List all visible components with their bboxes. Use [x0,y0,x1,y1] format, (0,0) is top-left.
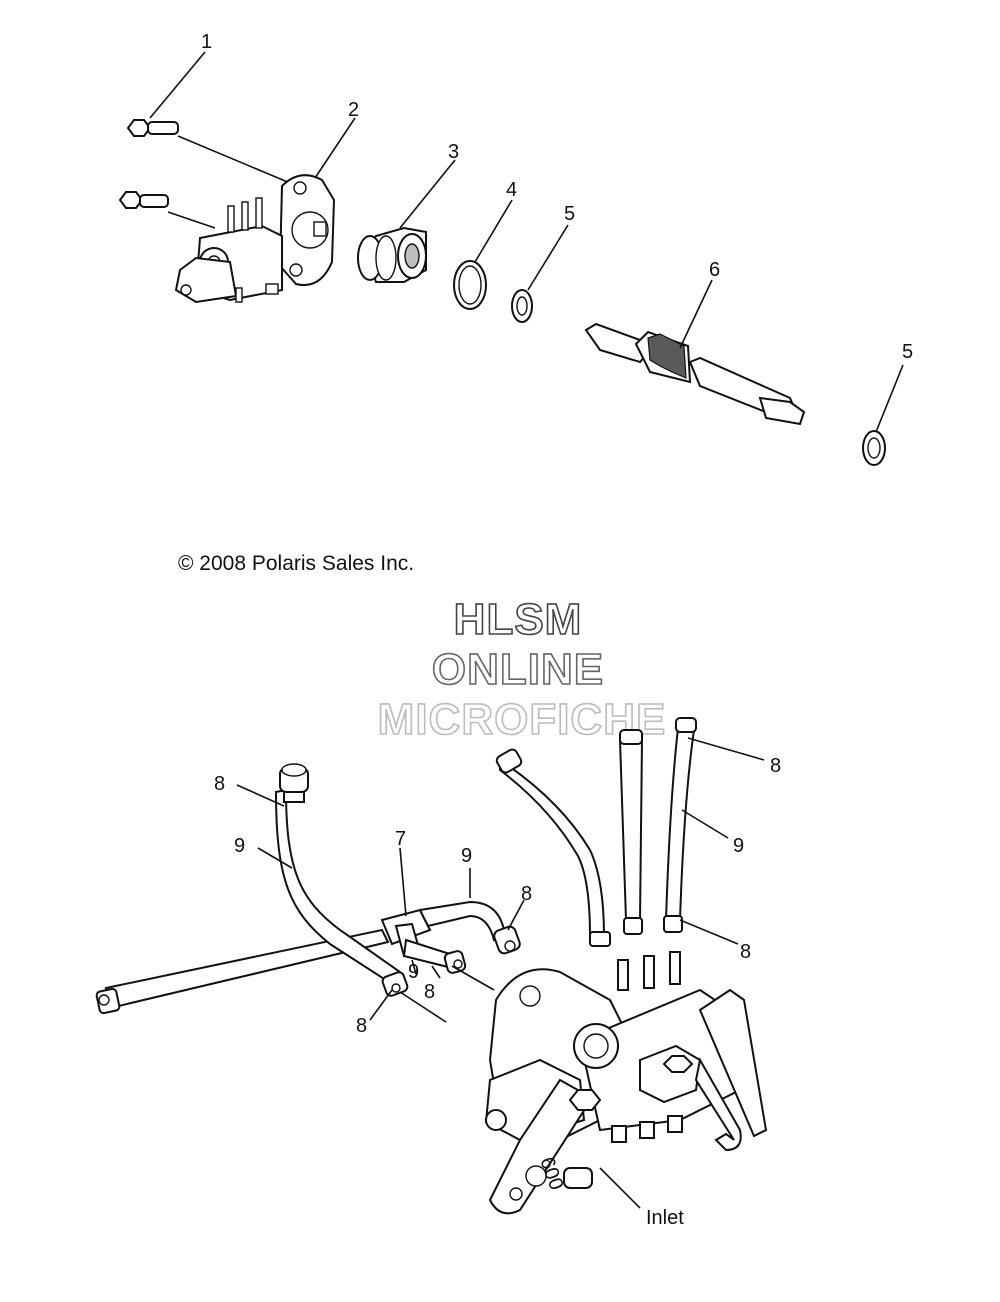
callout-9a: 9 [234,835,245,857]
leader-5b [875,364,904,433]
upper-left-hose [495,748,611,947]
callout-8b: 8 [521,883,532,905]
callout-6: 6 [709,259,720,281]
copyright-notice: © 2008 Polaris Sales Inc. [178,552,414,575]
oil-pump-small [174,174,336,304]
callout-9c: 9 [733,835,744,857]
watermark-line3: MICROFICHE [378,695,667,744]
callout-8f: 8 [356,1015,367,1037]
bolt-lower [118,191,216,229]
leader-8e [431,965,441,979]
upper-mid-hose [618,729,644,935]
lower-clamp [381,971,409,997]
watermark: HLSM ONLINE MICROFICHE [377,594,667,745]
leader-9d [411,959,417,975]
callout-1: 1 [201,31,212,53]
callout-4: 4 [506,179,517,201]
leader-2 [314,117,356,179]
leader-hose-end [451,965,495,991]
watermark-line1: HLSM [454,595,583,644]
leader-3 [399,159,456,229]
callout-8e: 8 [424,981,435,1003]
leader-8d [679,919,739,945]
leader-1 [149,51,206,119]
leader-4 [474,199,513,263]
leader-8c [687,737,765,761]
drive-shaft [584,322,806,426]
leader-9c [681,809,729,839]
pump-stamp: 600 [535,1154,567,1193]
washer-2 [862,430,886,466]
callout-8c: 8 [770,755,781,777]
leader-5a [527,224,569,291]
short-hose [402,938,467,974]
upper-right-hose [663,717,697,933]
callout-5b: 5 [902,341,913,363]
bushing [357,226,427,283]
bolt-upper [126,119,291,184]
leader-9a [257,847,293,869]
left-curved-hose [274,763,402,986]
elbow-hose [418,900,521,955]
leader-7 [399,847,407,917]
washer-1 [511,289,533,323]
leader-6 [679,279,713,349]
callout-8a: 8 [214,773,225,795]
leader-hose-end2 [399,991,447,1023]
leader-8b [507,899,525,931]
pump-nozzles [617,951,681,991]
callout-9d: 9 [408,961,419,983]
leader-8a [236,784,285,807]
callout-5a: 5 [564,203,575,225]
callout-3: 3 [448,141,459,163]
watermark-line2: ONLINE [432,645,604,694]
o-ring [453,260,487,310]
callout-7: 7 [395,828,406,850]
callout-9b: 9 [461,845,472,867]
inlet-label: Inlet [646,1207,684,1229]
leader-inlet [599,1167,641,1209]
callout-8d: 8 [740,941,751,963]
leader-8f [369,989,393,1021]
callout-2: 2 [348,99,359,121]
oil-pump-large: 600 [484,968,768,1215]
long-hose [95,928,390,1015]
